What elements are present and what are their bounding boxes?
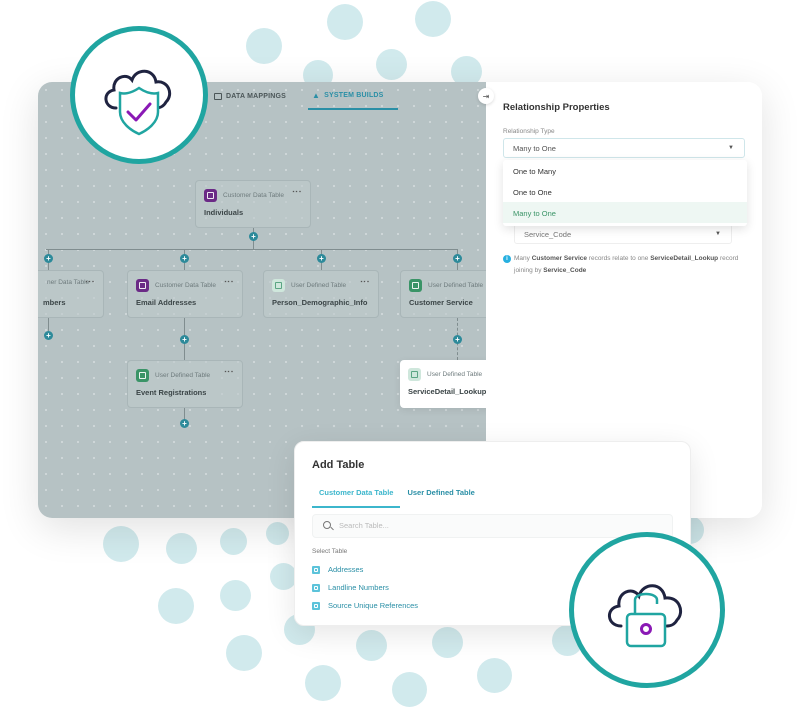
decor-dot (305, 665, 341, 701)
cloud-padlock-icon (608, 584, 682, 648)
table-icon (312, 583, 320, 592)
app-window: DATA MAPPINGS ▲ SYSTEM BUILDS + + + + + … (38, 82, 762, 518)
cloud-shield-check-icon (104, 69, 172, 136)
relationship-info-text: i Many Customer Service records relate t… (503, 253, 741, 277)
relationship-type-label: Relationship Type (503, 128, 555, 135)
node-numbers[interactable]: ner Data Table ⋮ mbers (38, 270, 104, 318)
customer-table-icon (204, 189, 217, 202)
node-event-registrations[interactable]: User Defined Table ⋮ Event Registrations (127, 360, 243, 408)
add-table-title: Add Table (312, 459, 365, 471)
add-node-button[interactable]: + (453, 254, 462, 263)
join-field-select[interactable]: Service_Code ▼ (514, 224, 732, 244)
connector (46, 249, 458, 250)
more-options-icon[interactable]: ⋮ (224, 277, 234, 285)
add-table-tabs: Customer Data Table User Defined Table (312, 486, 482, 508)
caret-down-icon: ▼ (728, 145, 734, 151)
more-options-icon[interactable]: ⋮ (85, 277, 95, 285)
decor-dot (220, 528, 247, 555)
decor-dot (690, 516, 704, 544)
user-table-icon (136, 369, 149, 382)
decor-dot (451, 56, 482, 87)
relationship-type-dropdown: One to Many One to One Many to One (503, 160, 747, 226)
connector (184, 408, 185, 424)
user-table-icon (409, 279, 422, 292)
panel-title: Relationship Properties (503, 102, 610, 113)
add-node-button[interactable]: + (44, 254, 53, 263)
add-node-button[interactable]: + (249, 232, 258, 241)
node-servicedetail-lookup[interactable]: User Defined Table ServiceDetail_Lookup (400, 360, 492, 408)
node-person-demographic-info[interactable]: User Defined Table ⋮ Person_Demographic_… (263, 270, 379, 318)
decor-dot (103, 526, 139, 562)
decor-dot (356, 630, 387, 661)
customer-table-icon (136, 279, 149, 292)
decor-dot (270, 563, 297, 590)
tab-data-mappings[interactable]: DATA MAPPINGS (210, 82, 290, 110)
node-title: mbers (43, 298, 66, 307)
add-node-button[interactable]: + (180, 419, 189, 428)
more-options-icon[interactable]: ⋮ (224, 367, 234, 375)
tab-customer-data-table[interactable]: Customer Data Table (312, 486, 401, 508)
cloud-unlock-badge (569, 532, 725, 688)
cloud-shield-check-badge (70, 26, 208, 164)
select-table-label: Select Table (312, 548, 348, 555)
tab-user-defined-table[interactable]: User Defined Table (407, 488, 475, 497)
table-item-addresses[interactable]: Addresses (312, 565, 363, 574)
decor-dot (266, 522, 289, 545)
decor-dot (246, 28, 282, 64)
node-individuals[interactable]: Customer Data Table ⋮ Individuals (195, 180, 311, 228)
option-one-to-many[interactable]: One to Many (513, 167, 556, 176)
search-icon (323, 521, 331, 529)
collapse-panel-icon[interactable]: ⇥ (478, 88, 494, 104)
add-node-button[interactable]: + (180, 254, 189, 263)
info-icon: i (503, 255, 511, 263)
node-email-addresses[interactable]: Customer Data Table ⋮ Email Addresses (127, 270, 243, 318)
table-item-landline-numbers[interactable]: Landline Numbers (312, 583, 389, 592)
add-node-button[interactable]: + (453, 335, 462, 344)
decor-dot (166, 533, 197, 564)
add-node-button[interactable]: + (317, 254, 326, 263)
decor-dot (477, 658, 512, 693)
search-table-input[interactable]: Search Table... (312, 514, 673, 538)
decor-dot (327, 4, 363, 40)
decor-dot (220, 580, 251, 611)
add-node-button[interactable]: + (180, 335, 189, 344)
table-icon (312, 565, 320, 574)
option-many-to-one[interactable]: Many to One (503, 202, 747, 223)
user-table-icon (272, 279, 285, 292)
decor-dot (392, 672, 427, 707)
canvas-tabs: DATA MAPPINGS ▲ SYSTEM BUILDS (210, 82, 398, 110)
table-icon (312, 601, 320, 610)
decor-dot (432, 627, 463, 658)
caret-down-icon: ▼ (715, 231, 721, 237)
decor-dot (158, 588, 194, 624)
relationship-type-select[interactable]: Many to One ▼ (503, 138, 745, 158)
tab-system-builds[interactable]: ▲ SYSTEM BUILDS (308, 82, 398, 110)
decor-dot (415, 1, 451, 37)
hierarchy-icon: ▲ (312, 90, 321, 100)
decor-dot (376, 49, 407, 80)
connector (48, 318, 49, 336)
user-table-icon (408, 368, 421, 381)
table-icon (214, 92, 222, 100)
more-options-icon[interactable]: ⋮ (292, 187, 302, 195)
table-item-source-unique-references[interactable]: Source Unique References (312, 601, 418, 610)
option-one-to-one[interactable]: One to One (513, 188, 552, 197)
add-node-button[interactable]: + (44, 331, 53, 340)
decor-dot (226, 635, 262, 671)
more-options-icon[interactable]: ⋮ (360, 277, 370, 285)
